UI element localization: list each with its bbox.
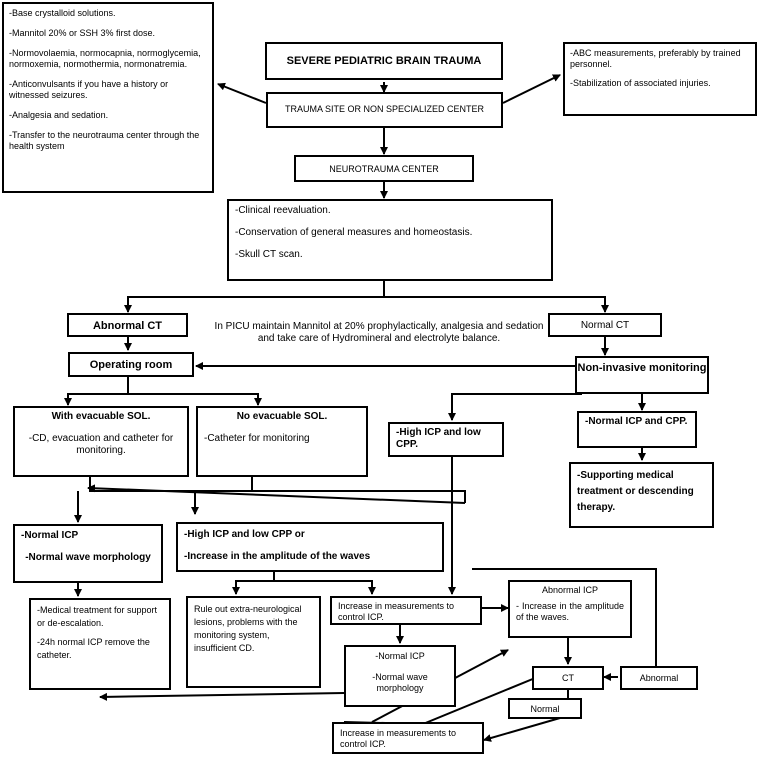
ct-label: CT	[562, 673, 574, 683]
title-box: SEVERE PEDIATRIC BRAIN TRAUMA	[265, 42, 503, 80]
normal-box: Normal	[508, 698, 582, 719]
evacuable-title: With evacuable SOL.	[51, 411, 151, 422]
normal-label: Normal	[530, 704, 560, 714]
non-invasive-box: Non-invasive monitoring	[575, 356, 709, 394]
normal-icp-item-1: -Normal ICP	[21, 530, 79, 541]
neurotrauma-center-box: NEUROTRAUMA CENTER	[294, 155, 474, 182]
evacuable-body: -CD, evacuation and catheter for monitor…	[28, 433, 174, 456]
right-measure-1: -ABC measurements, preferably by trained…	[570, 48, 741, 69]
clinical-box: -Clinical reevaluation. -Conservation of…	[227, 199, 553, 281]
increase-measurements-box-2: Increase in measurements to control ICP.	[332, 722, 484, 754]
normal-icp-cpp-box: -Normal ICP and CPP.	[577, 411, 697, 448]
normal-icp-cpp-label: -Normal ICP and CPP.	[585, 416, 688, 427]
left-measures-box: -Base crystalloid solutions. -Mannitol 2…	[2, 2, 214, 193]
abnormal-label: Abnormal	[639, 673, 679, 683]
increase-measurements-box-1: Increase in measurements to control ICP.	[330, 596, 482, 625]
medical-treatment-2: -24h normal ICP remove the catheter.	[37, 637, 150, 660]
operating-room-label: Operating room	[89, 359, 173, 371]
clinical-item-3: -Skull CT scan.	[235, 249, 303, 260]
supporting-label: -Supporting medical treatment or descend…	[577, 470, 694, 513]
picu-note: In PICU maintain Mannitol at 20% prophyl…	[214, 321, 544, 344]
rule-out-label: Rule out extra-neurological lesions, pro…	[194, 604, 302, 653]
trauma-site-label: TRAUMA SITE OR NON SPECIALIZED CENTER	[284, 104, 485, 114]
neurotrauma-center-label: NEUROTRAUMA CENTER	[329, 164, 439, 174]
no-evacuable-box: No evacuable SOL. -Catheter for monitori…	[196, 406, 368, 477]
non-invasive-label: Non-invasive monitoring	[577, 362, 707, 374]
normal-ct-label: Normal CT	[580, 320, 630, 331]
medical-treatment-1: -Medical treatment for support or de-esc…	[37, 605, 158, 628]
normal-icp-item-2: -Normal wave morphology	[25, 552, 151, 563]
increase-measurements-label-1: Increase in measurements to control ICP.	[338, 601, 455, 622]
high-icp-box: -High ICP and low CPP or -Increase in th…	[176, 522, 444, 572]
medical-treatment-box: -Medical treatment for support or de-esc…	[29, 598, 171, 690]
normal-icp-mid-item-1: -Normal ICP	[375, 651, 425, 661]
increase-measurements-label-2: Increase in measurements to control ICP.	[340, 728, 457, 749]
left-measure-5: -Analgesia and sedation.	[9, 110, 109, 120]
abnormal-ct-label: Abnormal CT	[92, 320, 163, 332]
left-measure-1: -Base crystalloid solutions.	[9, 8, 116, 18]
abnormal-box: Abnormal	[620, 666, 698, 690]
left-measure-4: -Anticonvulsants if you have a history o…	[9, 79, 169, 100]
left-measure-3: -Normovolaemia, normocapnia, normoglycem…	[9, 48, 201, 69]
abnormal-ct-box: Abnormal CT	[67, 313, 188, 337]
operating-room-box: Operating room	[68, 352, 194, 377]
evacuable-box: With evacuable SOL. -CD, evacuation and …	[13, 406, 189, 477]
trauma-site-box: TRAUMA SITE OR NON SPECIALIZED CENTER	[266, 92, 503, 128]
abnormal-icp-title: Abnormal ICP	[541, 585, 599, 595]
normal-icp-box: -Normal ICP -Normal wave morphology	[13, 524, 163, 583]
normal-icp-mid-box: -Normal ICP -Normal wave morphology	[344, 645, 456, 707]
page-title: SEVERE PEDIATRIC BRAIN TRAUMA	[286, 55, 482, 67]
normal-icp-mid-item-2: -Normal wave morphology	[372, 672, 428, 693]
high-icp-right-box: -High ICP and low CPP.	[388, 422, 504, 457]
abnormal-icp-box: Abnormal ICP - Increase in the amplitude…	[508, 580, 632, 638]
no-evacuable-title: No evacuable SOL.	[236, 411, 328, 422]
no-evacuable-body: -Catheter for monitoring	[204, 433, 310, 444]
right-measures-box: -ABC measurements, preferably by trained…	[563, 42, 757, 116]
left-measure-2: -Mannitol 20% or SSH 3% first dose.	[9, 28, 156, 38]
high-icp-item-2: -Increase in the amplitude of the waves	[184, 551, 371, 562]
rule-out-box: Rule out extra-neurological lesions, pro…	[186, 596, 321, 688]
normal-ct-box: Normal CT	[548, 313, 662, 337]
left-measure-6: -Transfer to the neurotrauma center thro…	[9, 130, 200, 151]
clinical-item-1: -Clinical reevaluation.	[235, 205, 331, 216]
supporting-box: -Supporting medical treatment or descend…	[569, 462, 714, 528]
abnormal-icp-body: - Increase in the amplitude of the waves…	[516, 601, 624, 622]
ct-box: CT	[532, 666, 604, 690]
right-measure-2: -Stabilization of associated injuries.	[570, 78, 711, 88]
clinical-item-2: -Conservation of general measures and ho…	[235, 227, 473, 238]
high-icp-item-1: -High ICP and low CPP or	[184, 529, 305, 540]
high-icp-right-label: -High ICP and low CPP.	[396, 427, 481, 450]
